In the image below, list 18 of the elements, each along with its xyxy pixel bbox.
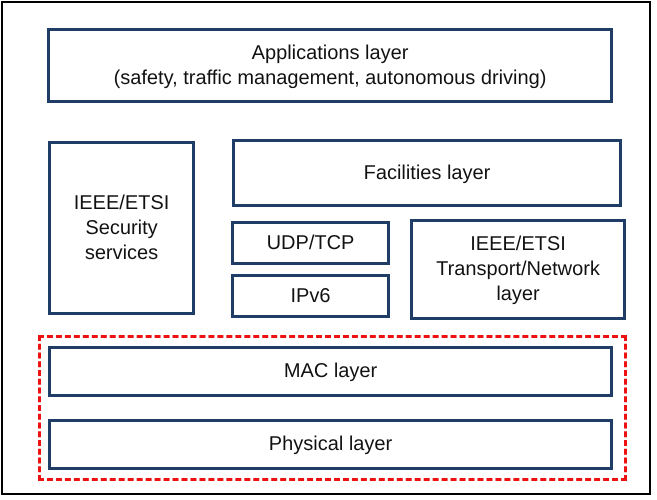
layer-box xyxy=(48,141,195,315)
layer-title: IEEE/ETSI Transport/Network layer xyxy=(435,232,601,307)
layer-box xyxy=(231,221,390,265)
layer-title: UDP/TCP xyxy=(266,230,354,256)
layer-box xyxy=(47,28,613,103)
layer-box xyxy=(410,219,626,320)
layer-title: Physical layer xyxy=(268,432,392,457)
layer-title: Applications layer xyxy=(252,40,408,66)
layer-title: IPv6 xyxy=(290,284,331,308)
layer-box xyxy=(231,274,390,318)
layer-title: MAC layer xyxy=(284,359,378,384)
layer-box xyxy=(232,139,622,207)
layer-title: Facilities layer xyxy=(364,160,490,186)
layer-description: (safety, traffic management, autonomous driving) xyxy=(114,66,546,90)
layer-box xyxy=(48,419,613,470)
layer-title: IEEE/ETSI Security services xyxy=(72,190,170,266)
dashed-group-box xyxy=(38,335,627,481)
layer-box xyxy=(48,346,613,397)
